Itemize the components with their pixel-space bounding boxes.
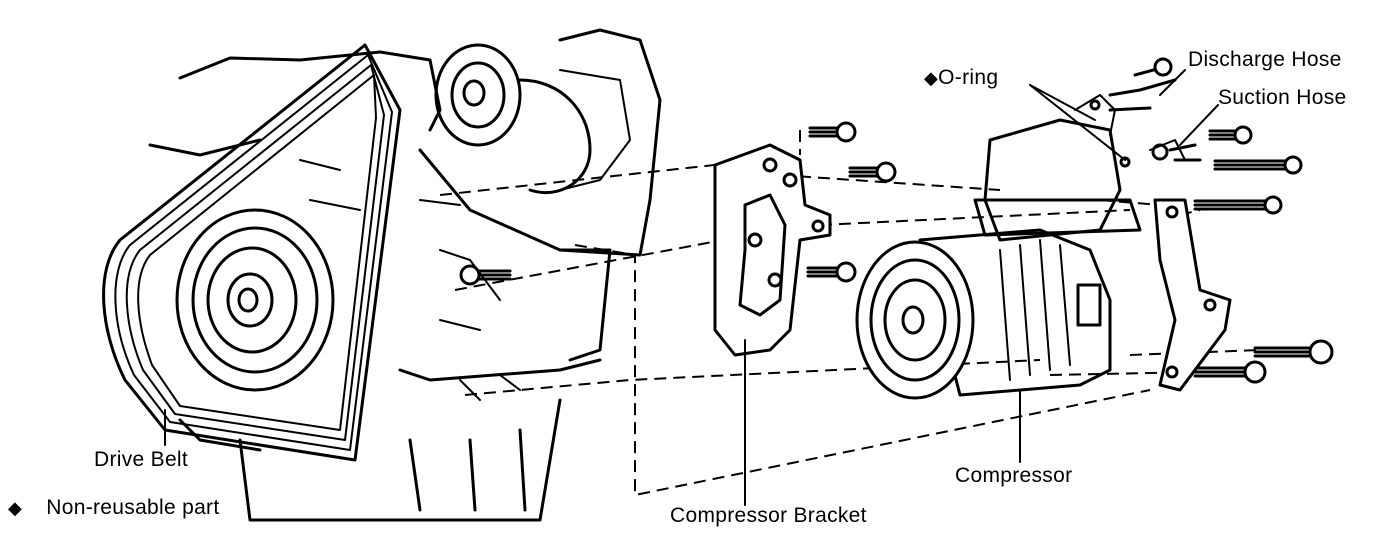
compressor-drawing xyxy=(855,94,1186,400)
compressor-bracket-drawing xyxy=(713,143,832,357)
suction-hose-label: Suction Hose xyxy=(1218,86,1347,109)
hoses xyxy=(1108,78,1202,162)
compressor-label: Compressor xyxy=(955,464,1073,487)
idler-pulley xyxy=(434,43,592,195)
drive-belt-label: Drive Belt xyxy=(94,448,189,471)
compressor-bracket-label: Compressor Bracket xyxy=(670,504,867,527)
drive-belt-drawing xyxy=(102,43,402,462)
legend-text: Non-reusable part xyxy=(46,496,220,519)
leader-lines xyxy=(164,69,1219,506)
o-ring-label: ◆O-ring xyxy=(924,66,999,89)
crankshaft-pulley xyxy=(175,208,335,392)
legend-diamond-icon: ◆ xyxy=(8,498,23,518)
engine-block xyxy=(148,28,662,522)
bolts xyxy=(459,57,1334,384)
non-reusable-diamond-icon: ◆ xyxy=(924,68,939,88)
rear-brace-drawing xyxy=(1153,198,1232,392)
discharge-hose-label: Discharge Hose xyxy=(1188,48,1342,71)
exploded-view-dash-lines xyxy=(439,130,1261,497)
legend: ◆ Non-reusable part xyxy=(8,496,220,520)
